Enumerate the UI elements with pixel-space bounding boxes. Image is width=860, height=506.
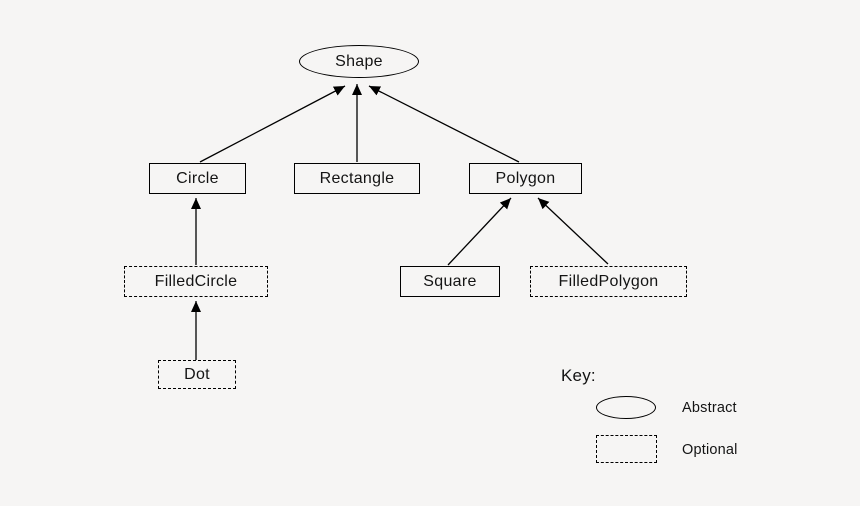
- node-shape-label: Shape: [335, 52, 383, 70]
- node-filledcircle: FilledCircle: [124, 266, 268, 297]
- node-circle: Circle: [149, 163, 246, 194]
- node-dot-label: Dot: [184, 365, 210, 383]
- node-square-label: Square: [423, 272, 477, 290]
- node-filledpolygon: FilledPolygon: [530, 266, 687, 297]
- node-shape: Shape: [299, 45, 419, 78]
- key-abstract-label: Abstract: [682, 400, 737, 416]
- key-optional-box-symbol: [596, 435, 657, 463]
- node-filledcircle-label: FilledCircle: [154, 272, 238, 290]
- key-abstract-ellipse-symbol: [596, 396, 656, 419]
- key-title: Key:: [561, 366, 596, 385]
- node-filledpolygon-label: FilledPolygon: [558, 272, 659, 290]
- node-rectangle-label: Rectangle: [319, 169, 395, 187]
- edge-polygon-to-shape: [368, 85, 520, 163]
- edge-circle-to-shape: [199, 85, 346, 163]
- node-square: Square: [400, 266, 500, 297]
- node-polygon-label: Polygon: [495, 169, 556, 187]
- key-optional-label: Optional: [682, 442, 738, 458]
- node-dot: Dot: [158, 360, 236, 389]
- node-rectangle: Rectangle: [294, 163, 420, 194]
- node-polygon: Polygon: [469, 163, 582, 194]
- edge-filledpolygon-to-polygon: [537, 197, 609, 265]
- node-circle-label: Circle: [176, 169, 219, 187]
- edge-square-to-polygon: [447, 197, 512, 266]
